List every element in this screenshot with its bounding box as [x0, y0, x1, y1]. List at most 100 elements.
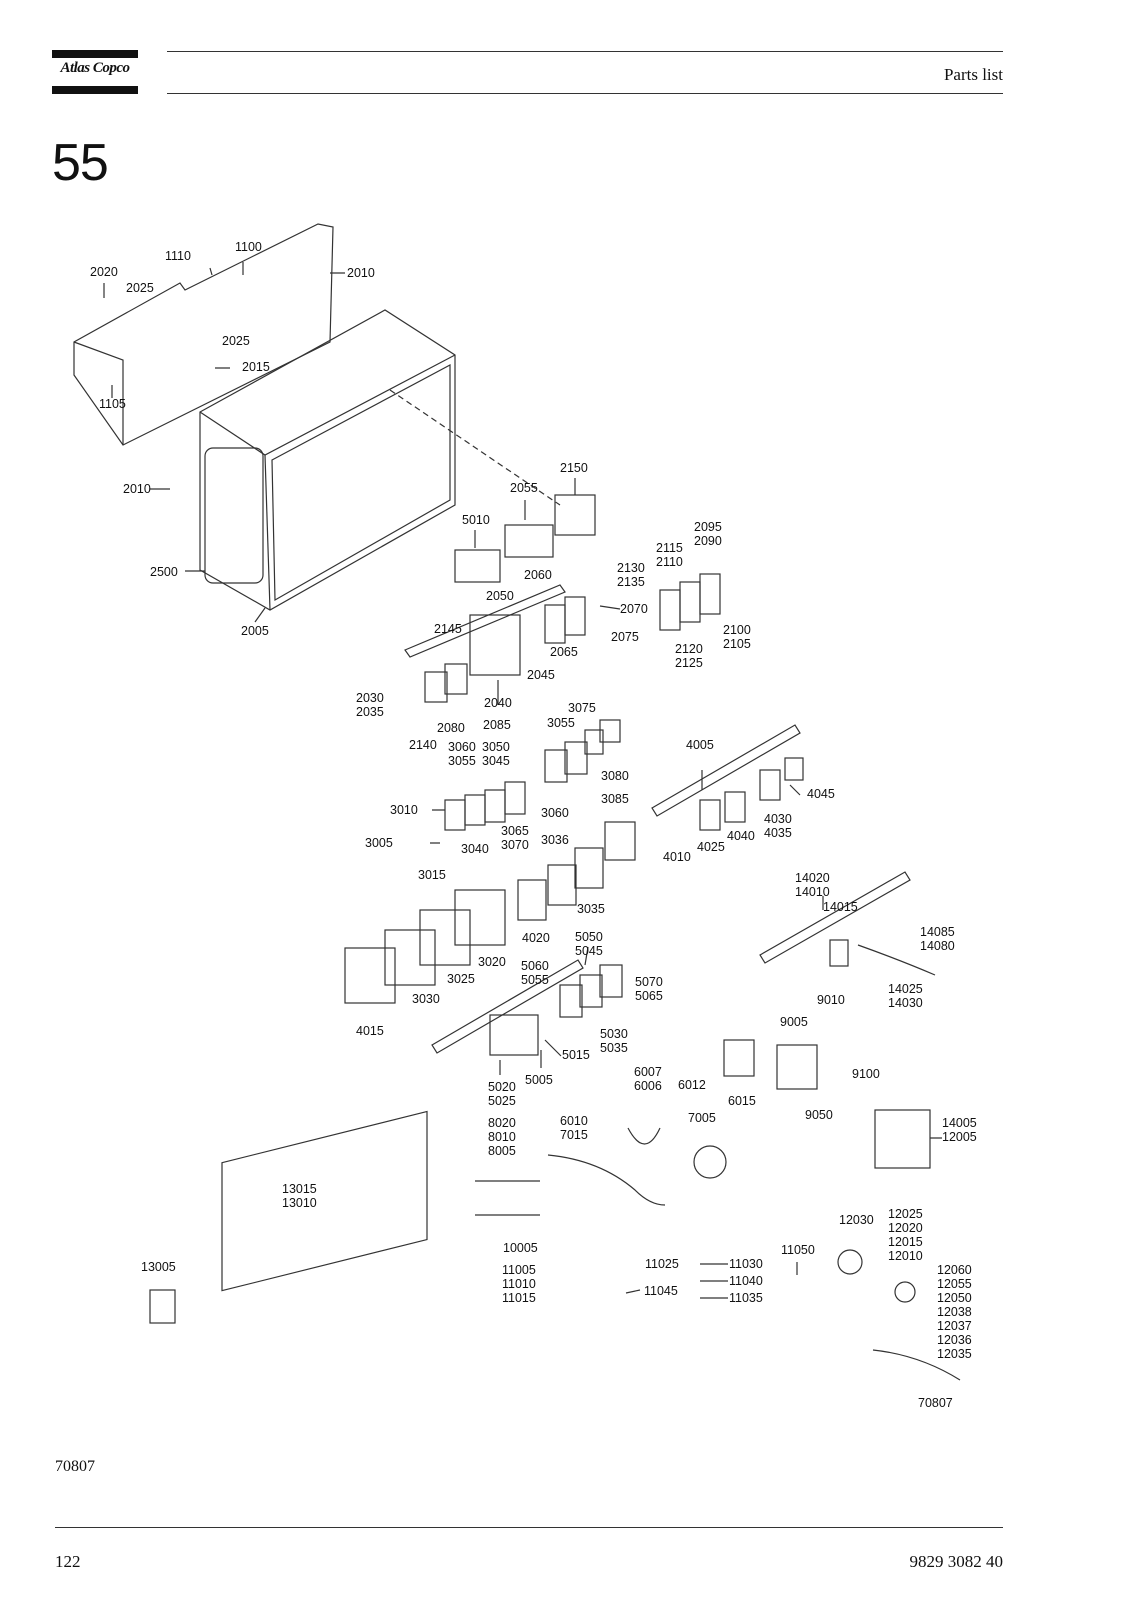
part-number: 2035 [356, 705, 384, 719]
part-label: 11030 [729, 1257, 763, 1271]
part-number: 9010 [817, 993, 845, 1007]
junction-box-14005 [874, 1109, 931, 1169]
part-number: 12038 [937, 1305, 972, 1319]
part-number: 12035 [937, 1347, 972, 1361]
part-number: 3020 [478, 955, 506, 969]
part-number: 3055 [448, 754, 476, 768]
part-number: 4010 [663, 850, 691, 864]
part-number: 14085 [920, 925, 955, 939]
header-rule-top [167, 51, 1003, 52]
part-number: 3025 [447, 972, 475, 986]
part-number: 2030 [356, 691, 384, 705]
header-rule-bottom [167, 93, 1003, 94]
contactor [469, 614, 521, 676]
part-label: 4015 [356, 1024, 384, 1038]
part-label: 3020 [478, 955, 506, 969]
part-label: 2005 [241, 624, 269, 638]
atlas-copco-logo: Atlas Copco [52, 50, 138, 96]
part-number: 2065 [550, 645, 578, 659]
part-number: 12050 [937, 1291, 972, 1305]
part-number: 2135 [617, 575, 645, 589]
part-number: 2120 [675, 642, 703, 656]
part-number: 1100 [235, 240, 262, 254]
part-label: 3085 [601, 792, 629, 806]
part-number: 2080 [437, 721, 465, 735]
part-label: 3015 [418, 868, 446, 882]
part-label: 2050 [486, 589, 514, 603]
part-number: 2020 [90, 265, 118, 279]
din-rail-2 [404, 584, 566, 658]
part-number: 12025 [888, 1207, 923, 1221]
part-number: 3065 [501, 824, 529, 838]
part-number: 2105 [723, 637, 751, 651]
part-label: 2020 [90, 265, 118, 279]
part-number: 5030 [600, 1027, 628, 1041]
part-number: 12020 [888, 1221, 923, 1235]
part-number: 5055 [521, 973, 549, 987]
part-number: 3050 [482, 740, 510, 754]
part-label: 11025 [645, 1257, 679, 1271]
part-label: 4010 [663, 850, 691, 864]
part-number: 5060 [521, 959, 549, 973]
part-number: 2095 [694, 520, 722, 534]
part-label: 2025 [126, 281, 154, 295]
part-number: 9050 [805, 1108, 833, 1122]
part-label: 1100 [235, 240, 262, 254]
part-label: 3075 [568, 701, 596, 715]
part-label: 2085 [483, 718, 511, 732]
part-label: 3055 [547, 716, 575, 730]
part-number: 4040 [727, 829, 755, 843]
part-number: 2150 [560, 461, 588, 475]
part-number: 2015 [242, 360, 270, 374]
part-label: 1105 [99, 397, 126, 411]
part-number: 2125 [675, 656, 703, 670]
part-number: 4035 [764, 826, 792, 840]
part-label: 3040 [461, 842, 489, 856]
part-number: 70807 [918, 1396, 953, 1410]
part-13005 [149, 1289, 176, 1324]
part-number: 5015 [562, 1048, 590, 1062]
transformer-2055 [504, 524, 554, 558]
part-number: 11030 [729, 1257, 763, 1271]
din-rail-14 [759, 871, 911, 964]
part-label: 3035 [577, 902, 605, 916]
part-label: 2025 [222, 334, 250, 348]
part-number: 6010 [560, 1114, 588, 1128]
part-number: 5065 [635, 989, 663, 1003]
part-number: 2070 [620, 602, 648, 616]
part-number: 4015 [356, 1024, 384, 1038]
part-number: 3015 [418, 868, 446, 882]
part-number: 6012 [678, 1078, 706, 1092]
part-number: 12015 [888, 1235, 923, 1249]
part-number: 12005 [942, 1130, 977, 1144]
part-number: 5020 [488, 1080, 516, 1094]
part-number: 2500 [150, 565, 178, 579]
part-number: 2055 [510, 481, 538, 495]
cube-4015 [344, 947, 396, 1004]
part-label: 11040 [729, 1274, 763, 1288]
part-number: 11035 [729, 1291, 763, 1305]
part-number: 2050 [486, 589, 514, 603]
part-label: 11050 [781, 1243, 815, 1257]
part-label: 7005 [688, 1111, 716, 1125]
part-number: 10005 [503, 1241, 538, 1255]
box-3085 [604, 821, 636, 861]
part-number: 2025 [222, 334, 250, 348]
part-number: 2040 [484, 696, 512, 710]
disc-12030 [837, 1249, 863, 1275]
part-number: 14020 [795, 871, 830, 885]
part-label: 3005 [365, 836, 393, 850]
part-number: 12060 [937, 1263, 972, 1277]
